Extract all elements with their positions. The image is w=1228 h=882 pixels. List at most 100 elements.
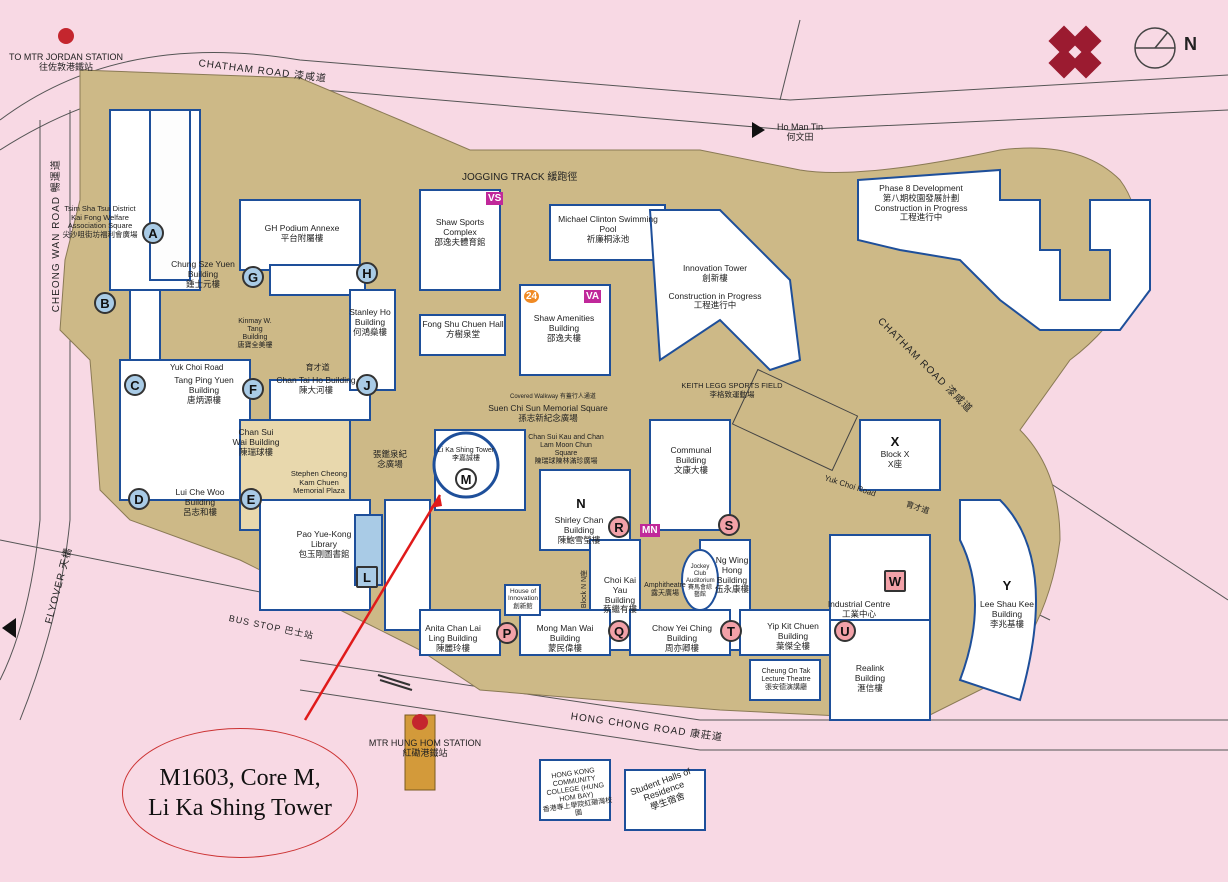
li-ka-shing-zh: 李嘉誠樓 — [452, 455, 480, 463]
core-j-marker[interactable]: J — [356, 374, 378, 396]
stanley-ho-en: Stanley Ho Building — [349, 307, 391, 327]
mong-man-wai-en: Mong Man Wai Building — [536, 623, 594, 643]
fong-shu-chuen-zh: 方樹泉堂 — [445, 328, 480, 339]
shaw-sports-en: Shaw Sports Complex — [435, 217, 485, 237]
core-s-marker[interactable]: S — [718, 514, 740, 536]
core-w-marker[interactable]: W — [884, 570, 906, 592]
chan-sui-kau-en: Chan Sui Kau and Chan Lam Moon Chun Squa… — [528, 434, 604, 458]
pao-yue-kong-en: Pao Yue-Kong Library — [296, 529, 352, 549]
choi-kai-yau-zh: 蔡繼有樓 — [602, 604, 637, 615]
li-ka-shing-en: Li Ka Shing Tower — [437, 447, 495, 454]
compass-icon — [1134, 27, 1176, 69]
core-d-marker[interactable]: D — [128, 488, 150, 510]
stephen-cheong-en: Stephen Cheong Kam Chuen Memorial Plaza — [290, 469, 348, 496]
gh-annexe-en: GH Podium Annexe — [264, 223, 340, 233]
core-g-marker[interactable]: G — [242, 266, 264, 288]
tst-square-en: Tsim Sha Tsui District Kai Fong Welfare … — [64, 204, 136, 231]
communal-en: Communal Building — [670, 445, 712, 465]
communal-zh: 文康大樓 — [673, 464, 708, 475]
cheung-on-tak-en: Cheung On Tak Lecture Theatre — [761, 668, 811, 684]
core-h-marker[interactable]: H — [356, 262, 378, 284]
shaw-sports-zh: 邵逸夫體育館 — [434, 236, 486, 247]
industrial-zh: 工業中心 — [841, 608, 876, 619]
core-q-marker[interactable]: Q — [608, 620, 630, 642]
amphitheatre-en: Amphitheatre — [644, 582, 686, 589]
core-m-marker[interactable]: M — [455, 468, 477, 490]
mong-man-wai-zh: 蒙民偉樓 — [547, 642, 582, 653]
jordan-station-name: TO MTR JORDAN STATION — [9, 52, 123, 62]
core-p-marker[interactable]: P — [496, 622, 518, 644]
shirley-chan-zh: 陳鮑雪瑩樓 — [557, 534, 601, 545]
bld-hk-cc: HONG KONG COMMUNITY COLLEGE (HUNG HOM BA… — [537, 765, 615, 823]
compass-label: N — [1184, 34, 1197, 54]
phase8-cons-en: Construction in Progress — [874, 202, 968, 213]
jogging-track-zh: 緩跑徑 — [547, 172, 578, 183]
bld-tst-square: Tsim Sha Tsui District Kai Fong Welfare … — [60, 204, 140, 240]
core-y-marker[interactable]: Y — [1002, 577, 1012, 593]
phase8-block — [857, 168, 1151, 331]
core-c-marker[interactable]: C — [124, 374, 146, 396]
lui-che-woo-zh: 呂志和樓 — [182, 506, 217, 517]
core-b-marker[interactable]: B — [94, 292, 116, 314]
jordan-station-label: TO MTR JORDAN STATION 往佐敦港鐵站 — [6, 52, 126, 73]
core-r-marker[interactable]: R — [608, 516, 630, 538]
covered-walkway-zh: 有蓋行人通道 — [559, 394, 596, 400]
cheung-on-tak-zh: 張安德演講廳 — [765, 684, 807, 692]
core-e-marker[interactable]: E — [240, 488, 262, 510]
kinmay-zh: 唐寶全美樓 — [237, 342, 273, 350]
polyu-logo — [1048, 25, 1102, 79]
core-l-marker[interactable]: L — [356, 566, 378, 588]
anita-chan-en: Anita Chan Lai Ling Building — [425, 623, 481, 643]
core-u-marker[interactable]: U — [834, 620, 856, 642]
core-a-marker[interactable]: A — [142, 222, 164, 244]
jockey-club-en: Jockey Club Auditorium — [686, 564, 715, 584]
vs-tag: VS — [486, 192, 504, 205]
core-f-marker[interactable]: F — [242, 378, 264, 400]
innovation-zh: 創新樓 — [702, 272, 728, 283]
bld-stephen-cheong: Stephen Cheong Kam Chuen Memorial Plaza — [284, 469, 354, 496]
chan-sui-wai-en: Chan Sui Wai Building — [232, 427, 280, 447]
pool-en: Michael Clinton Swimming Pool — [558, 214, 658, 234]
core-n-marker[interactable]: N — [576, 495, 586, 511]
jockey-club-zh: 賽馬會綜藝館 — [687, 584, 712, 598]
yuk-choi-en: Yuk Choi Road — [170, 363, 224, 372]
jogging-track: JOGGING TRACK 緩跑徑 — [462, 172, 577, 184]
realink-en: Realink Building — [854, 663, 886, 683]
lui-che-woo-en: Lui Che Woo Building — [175, 487, 225, 507]
anita-chan-zh: 陳麗玲樓 — [435, 642, 470, 653]
tang-ping-yuen-en: Tang Ping Yuen Building — [174, 375, 234, 395]
lee-shau-kee-en: Lee Shau Kee Building — [980, 599, 1034, 619]
bld-block-n: Block N N座 — [581, 570, 589, 608]
hunghom-station-name-zh: 紅磡港鐵站 — [402, 748, 448, 759]
tst-square-zh: 尖沙咀街坊福利會廣場 — [62, 229, 138, 239]
mtr-logo-hunghom — [412, 714, 428, 730]
chung-sze-yuen-zh: 鍾士元樓 — [185, 278, 220, 289]
hunghom-station-label: MTR HUNG HOM STATION 紅磡港鐵站 — [360, 738, 490, 759]
core-x-marker[interactable]: X — [890, 433, 900, 449]
core-t-marker[interactable]: T — [720, 620, 742, 642]
phase8-en: Phase 8 Development — [879, 183, 963, 193]
kinmay-en: Kinmay W. Tang Building — [238, 318, 272, 342]
industrial-en: Industrial Centre — [827, 599, 891, 609]
ho-man-tin-en: Ho Man Tin — [776, 122, 824, 132]
